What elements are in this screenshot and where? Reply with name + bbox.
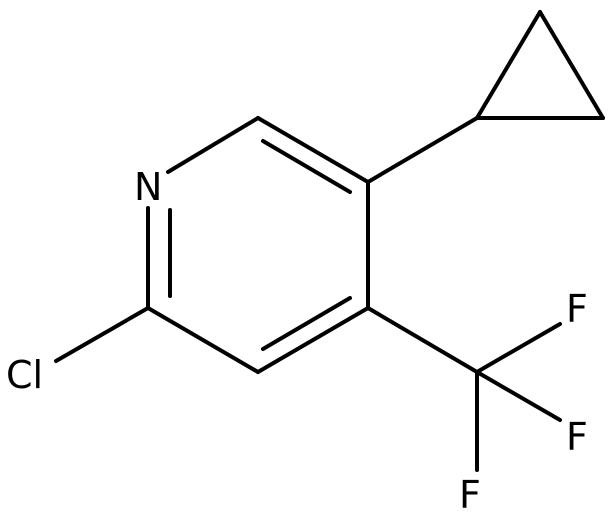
- bond-c3-c2: [146, 306, 260, 374]
- bond-c4-cf3: [366, 306, 479, 374]
- bond-c2-cl: [54, 306, 150, 363]
- atom-labels: N Cl F F F: [6, 165, 588, 517]
- trifluoromethyl-group: [475, 322, 562, 472]
- bond-n1-c6: [166, 116, 260, 174]
- bond-c-f2: [475, 370, 562, 422]
- cyclopropyl-ring: [475, 10, 605, 120]
- bond-c5-cyclopropyl: [366, 116, 479, 184]
- bond-c4-c3: [256, 306, 370, 374]
- bond-cp1-cp2: [475, 10, 542, 120]
- nitrogen-label: N: [134, 165, 162, 209]
- bond-c6-c5: [256, 116, 370, 184]
- pyridine-ring: [146, 116, 370, 374]
- fluorine-label-1: F: [566, 287, 588, 331]
- bond-c-f1: [475, 322, 562, 374]
- fluorine-label-3: F: [459, 473, 481, 517]
- chlorine-label: Cl: [6, 353, 43, 397]
- substituent-bonds: [54, 116, 479, 374]
- bond-cp2-cp3: [538, 10, 605, 120]
- fluorine-label-2: F: [566, 415, 588, 459]
- bond-c6-c5-inner: [261, 139, 352, 194]
- bond-c4-c3-inner: [261, 296, 352, 351]
